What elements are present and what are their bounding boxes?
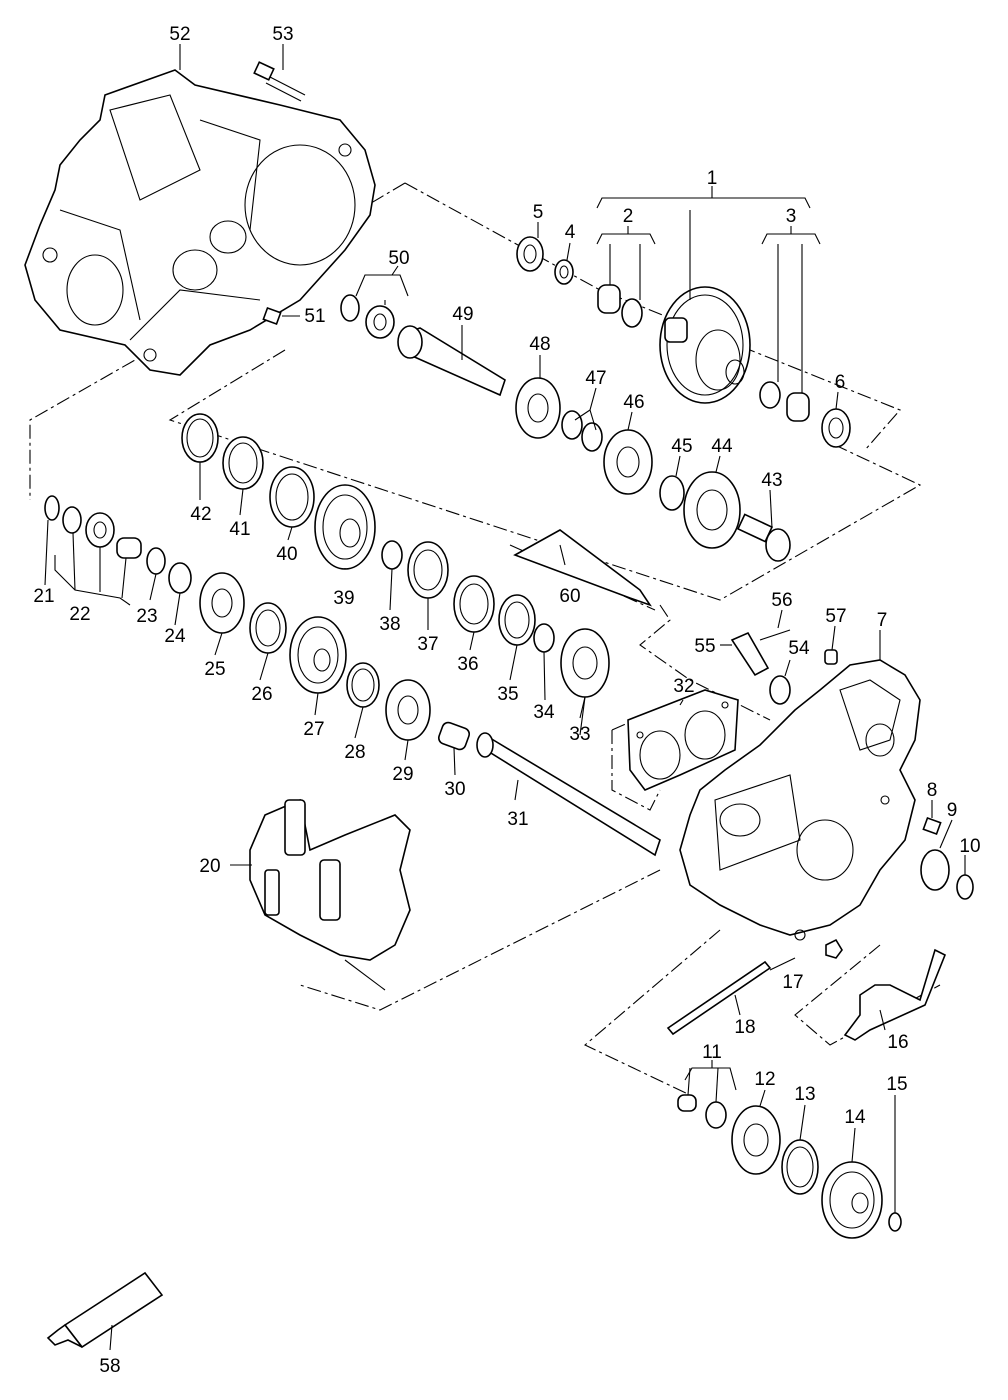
part-label: 41 [229,519,250,540]
part-label: 7 [877,610,888,631]
part-label: 1 [707,168,718,189]
part-label: 53 [272,24,293,45]
part-label: 12 [754,1069,775,1090]
small-parts-right [730,629,974,900]
part-label: 35 [497,684,518,705]
part-label: 4 [565,222,576,243]
part-label: 60 [559,586,580,607]
part-label: 45 [671,436,692,457]
selector-fork-20 [249,798,411,991]
cover-plate-32 [627,689,739,791]
part-number-labels: 1 2 3 4 5 6 7 8 9 10 11 12 13 14 15 16 1… [33,24,980,1377]
part-label: 55 [694,636,715,657]
part-label: 50 [388,248,409,269]
part-label: 27 [303,719,324,740]
part-label: 33 [569,724,590,745]
part-label: 13 [794,1084,815,1105]
part-label: 54 [788,638,810,659]
part-label: 21 [33,586,54,607]
part-label: 49 [452,304,473,325]
part-label: 57 [825,606,846,627]
part-label: 46 [623,392,644,413]
part-label: 28 [344,742,365,763]
part-label: 42 [190,504,211,525]
gear-cluster-lower [44,495,661,857]
part-label: 8 [927,780,938,801]
part-label: 14 [844,1107,866,1128]
part-label: 26 [251,684,272,705]
part-label: 10 [959,836,980,857]
part-label: 48 [529,334,550,355]
part-label: 47 [585,368,606,389]
sealant-tube-58 [46,1271,164,1349]
shaft-49-group [262,294,791,562]
part-label: 25 [204,659,225,680]
part-label: 30 [444,779,465,800]
part-label: 24 [164,626,186,647]
part-label: 11 [702,1042,722,1063]
part-label: 18 [734,1017,755,1038]
part-label: 32 [673,676,694,697]
part-label: 52 [169,24,190,45]
lower-right-gears [677,1094,902,1239]
part-label: 31 [507,809,528,830]
part-label: 5 [533,202,544,223]
part-label: 23 [136,606,157,627]
differential-assembly [516,236,851,448]
gearbox-housing-7 [679,659,921,941]
part-label: 34 [533,702,555,723]
part-label: 40 [276,544,297,565]
part-label: 51 [304,306,325,327]
part-label: 58 [99,1356,120,1377]
gear-cluster-middle [181,413,652,698]
part-label: 22 [69,604,90,625]
part-label: 9 [947,800,958,821]
part-label: 29 [392,764,413,785]
part-label: 44 [711,436,733,457]
part-label: 56 [771,590,792,611]
shift-rod-18 [666,938,947,1041]
part-label: 39 [333,588,354,609]
part-label: 6 [835,372,846,393]
leader-lines [44,44,966,1351]
part-label: 37 [417,634,438,655]
part-label: 15 [886,1074,907,1095]
part-label: 17 [782,972,803,993]
part-label: 3 [786,206,797,227]
part-label: 43 [761,470,782,491]
part-label: 20 [199,856,220,877]
part-label: 38 [379,614,400,635]
part-label: 16 [887,1032,908,1053]
part-label: 36 [457,654,478,675]
part-label: 2 [623,206,634,227]
gearbox-housing-52 [24,69,376,376]
bolt-53 [253,61,306,102]
